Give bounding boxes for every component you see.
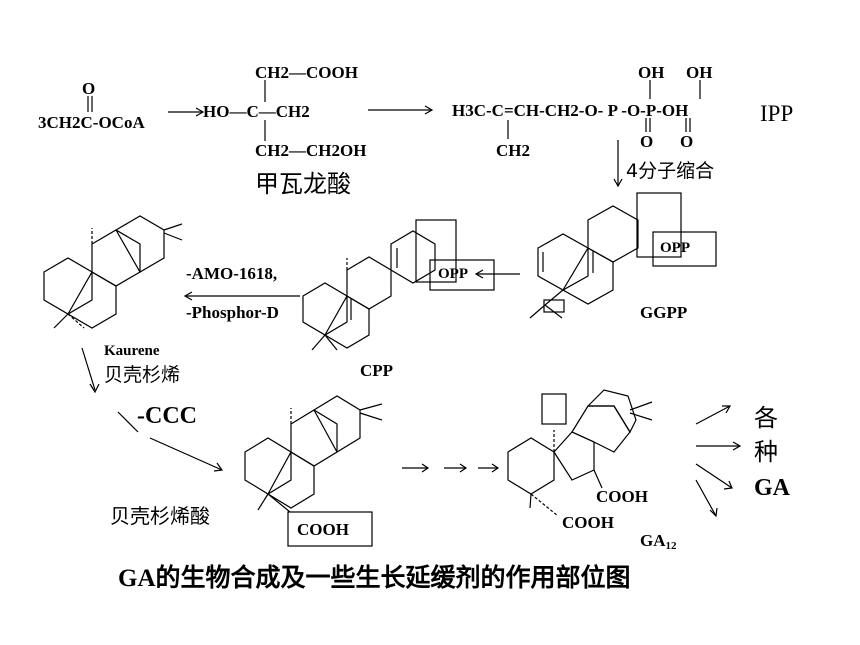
- inhibitor-amo-1618: -AMO-1618,: [186, 264, 278, 283]
- kaurenoic-label-cn: 贝壳杉烯酸: [110, 504, 210, 528]
- kaurenoic-structure: [244, 395, 383, 547]
- ipp-oxygen-1: O: [640, 132, 654, 151]
- multi-step-arrows: [402, 463, 500, 473]
- kaurene-label-cn: 贝壳杉烯: [104, 364, 181, 386]
- ipp-label: IPP: [760, 101, 794, 126]
- ga12-label: GA12: [640, 531, 677, 552]
- kaurene-structure: [43, 215, 183, 329]
- inhibitor-ccc: -CCC: [137, 403, 197, 429]
- arrow-to-ipp: [368, 105, 434, 115]
- ga12-cooh-2: COOH: [562, 513, 614, 532]
- ggpp-structure: [529, 192, 717, 319]
- ipp-formula: H3C-C=CH-CH2-O- P -O-P-OH: [452, 101, 689, 120]
- various-ga-char-3: GA: [754, 475, 790, 501]
- mva-middle-group: HO—C—CH2: [203, 102, 310, 121]
- ipp-oh-2: OH: [686, 63, 713, 82]
- cpp-opp: OPP: [438, 266, 468, 282]
- ipp-oxygen-2: O: [680, 132, 694, 151]
- ga12-cooh-1: COOH: [596, 487, 648, 506]
- ga12-structure: [507, 389, 653, 517]
- arrow-to-mva: [168, 107, 205, 117]
- various-ga-char-1: 各: [754, 404, 778, 432]
- acetyl-coa-label: 3CH2C-OCoA: [38, 113, 145, 132]
- mva-bottom-group: CH2—CH2OH: [255, 141, 367, 160]
- cpp-label: CPP: [360, 361, 394, 380]
- mva-top-group: CH2—COOH: [255, 63, 358, 82]
- ipp-oh-1: OH: [638, 63, 665, 82]
- arrow-to-kaurenoic: [81, 347, 224, 472]
- various-ga-char-2: 种: [754, 438, 778, 466]
- arrow-to-ggpp: [613, 140, 623, 188]
- arrows-to-various-ga: [695, 405, 742, 518]
- cpp-structure: [302, 219, 495, 351]
- arrow-to-kaurene: [183, 291, 300, 301]
- ggpp-label: GGPP: [640, 303, 688, 322]
- inhibitor-phosphon-d: -Phosphor-D: [186, 303, 279, 322]
- acetyl-coa-oxygen: O: [82, 79, 96, 98]
- figure-caption: GA的生物合成及一些生长延缓剂的作用部位图: [118, 565, 631, 592]
- mva-name: 甲瓦龙酸: [255, 170, 351, 198]
- kaurenoic-cooh: COOH: [297, 520, 349, 539]
- arrow-to-cpp: [474, 269, 520, 279]
- ggpp-opp: OPP: [660, 240, 690, 256]
- ipp-ch2: CH2: [496, 141, 530, 160]
- condensation-note: 4分子缩合: [626, 160, 715, 182]
- kaurene-label-en: Kaurene: [104, 343, 160, 359]
